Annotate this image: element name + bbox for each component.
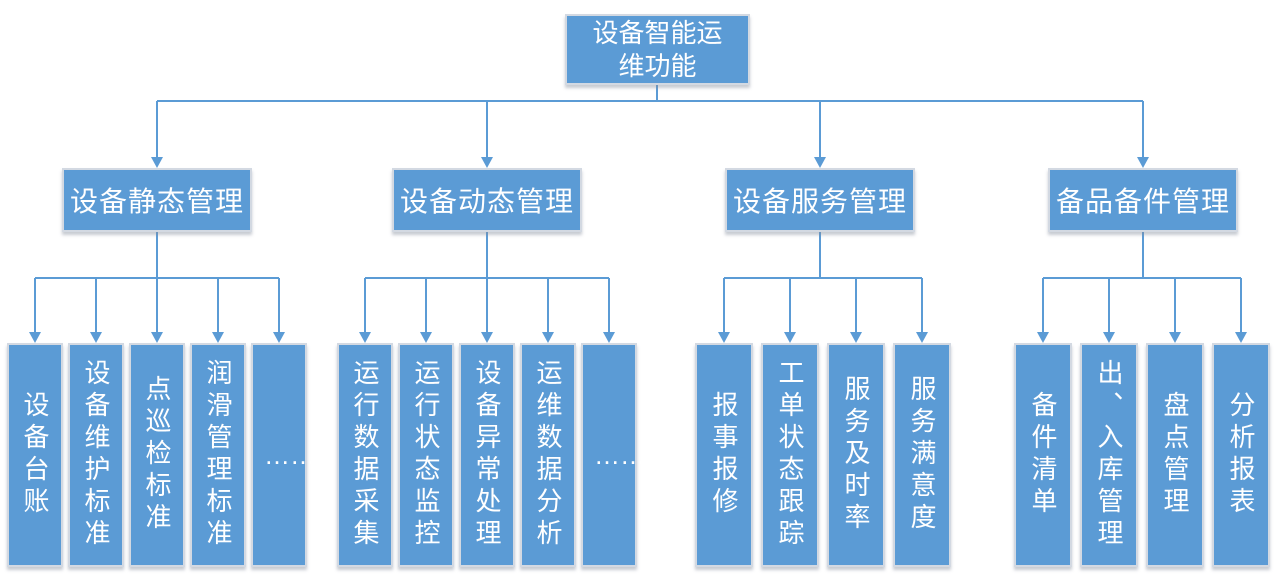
leaf-label: …… (594, 439, 646, 470)
leaf-node-inventory-check-management: 盘点管理 (1146, 343, 1204, 567)
branch-label: 备品备件管理 (1055, 186, 1230, 217)
leaf-label: 运维数据分析 (533, 359, 563, 551)
leaf-node-spare-parts-list: 备件清单 (1014, 343, 1072, 567)
leaf-label: 运行状态监控 (411, 359, 441, 551)
leaf-node-service-satisfaction: 服务满意度 (893, 343, 951, 567)
leaf-label: 分析报表 (1226, 391, 1256, 519)
root-label-line2: 维功能 (618, 50, 697, 81)
root-node: 设备智能运 维功能 (565, 14, 750, 85)
leaf-label: 点巡检标准 (142, 375, 172, 535)
leaf-node-ellipsis-1: …… (251, 343, 316, 567)
leaf-node-operating-status-monitoring: 运行状态监控 (398, 343, 454, 567)
leaf-node-lubrication-standard: 润滑管理标准 (190, 343, 246, 567)
leaf-label: 润滑管理标准 (203, 359, 233, 551)
leaf-node-incident-repair-report: 报事报修 (695, 343, 753, 567)
leaf-node-maintenance-standard: 设备维护标准 (68, 343, 124, 567)
branch-label: 设备动态管理 (399, 186, 574, 217)
leaf-node-inbound-outbound-management: 出、入库管理 (1080, 343, 1138, 567)
leaf-label: 服务及时率 (841, 375, 871, 535)
branch-node-spare-parts-management: 备品备件管理 (1048, 168, 1238, 232)
arrowhead-icons (29, 157, 1247, 343)
root-node-label: 设备智能运 维功能 (592, 17, 722, 83)
leaf-label: 备件清单 (1028, 391, 1058, 519)
leaf-node-analysis-report: 分析报表 (1212, 343, 1270, 567)
branch-label: 设备服务管理 (732, 186, 907, 217)
leaf-label: 运行数据采集 (350, 359, 380, 551)
leaf-node-om-data-analysis: 运维数据分析 (520, 343, 576, 567)
leaf-node-inspection-standard: 点巡检标准 (129, 343, 185, 567)
leaf-label: 报事报修 (709, 391, 739, 519)
leaf-node-ellipsis-2: …… (581, 343, 646, 567)
leaf-label: 工单状态跟踪 (775, 359, 805, 551)
leaf-label: …… (264, 439, 316, 470)
leaf-node-work-order-tracking: 工单状态跟踪 (761, 343, 819, 567)
leaf-label: 设备异常处理 (472, 359, 502, 551)
leaf-label: 设备维护标准 (81, 359, 111, 551)
root-label-line1: 设备智能运 (592, 17, 723, 48)
branch-node-service-management: 设备服务管理 (725, 168, 915, 232)
leaf-label: 出、入库管理 (1094, 359, 1124, 551)
leaf-label: 服务满意度 (907, 375, 937, 535)
branch-node-static-management: 设备静态管理 (62, 168, 252, 232)
leaf-node-equipment-ledger: 设备台账 (7, 343, 63, 567)
branch-label: 设备静态管理 (69, 186, 244, 217)
leaf-node-equipment-exception-handling: 设备异常处理 (459, 343, 515, 567)
leaf-node-operating-data-collection: 运行数据采集 (337, 343, 393, 567)
leaf-label: 设备台账 (20, 391, 50, 519)
leaf-label: 盘点管理 (1160, 391, 1190, 519)
leaf-node-service-timeliness-rate: 服务及时率 (827, 343, 885, 567)
branch-node-dynamic-management: 设备动态管理 (392, 168, 582, 232)
